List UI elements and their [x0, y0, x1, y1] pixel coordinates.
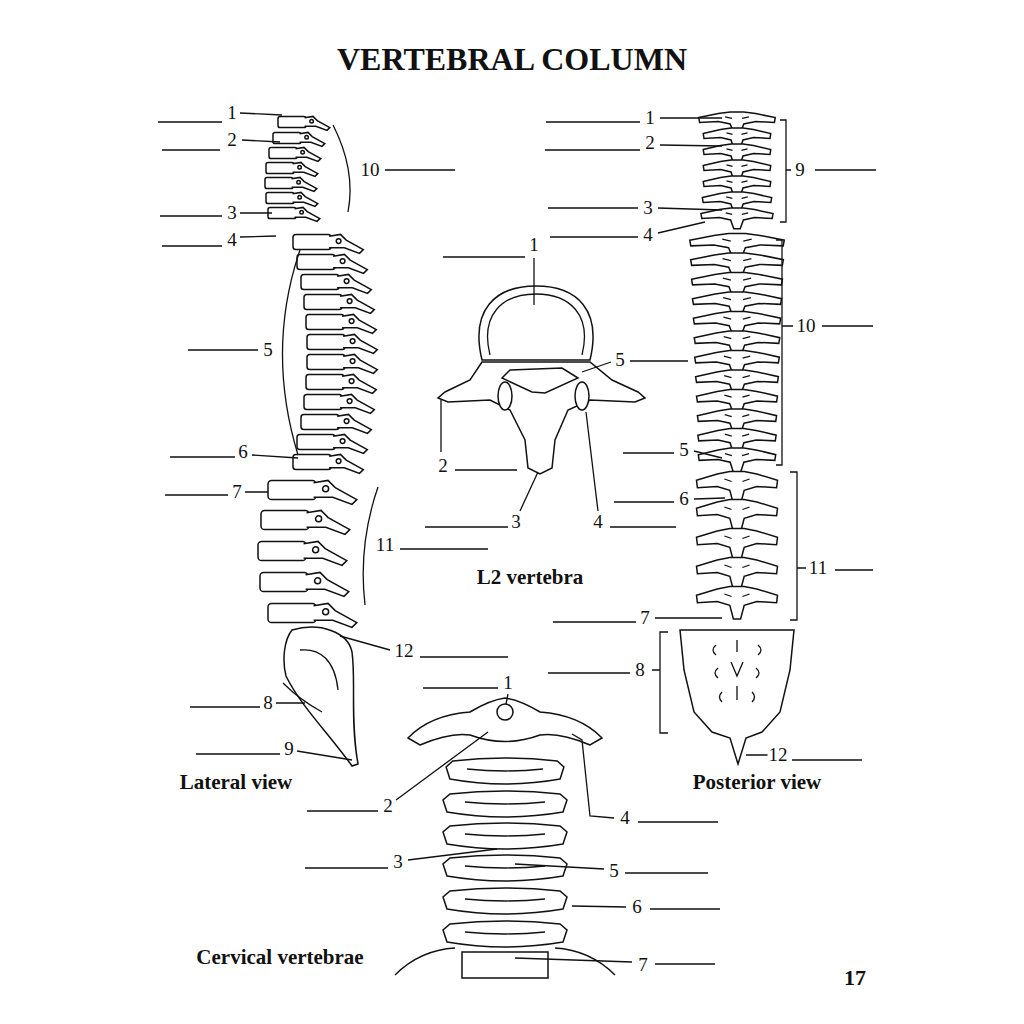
- callout-number: 2: [226, 130, 238, 151]
- callout-number: 1: [502, 673, 514, 694]
- l2-vertebra: [438, 286, 645, 474]
- callout-number: 2: [382, 796, 394, 817]
- leader-lines: [240, 113, 768, 962]
- callout-number: 5: [262, 340, 274, 361]
- callout-number: 6: [678, 489, 690, 510]
- callout-number: 7: [637, 955, 649, 976]
- callout-number: 12: [394, 641, 415, 662]
- callout-number: 2: [644, 133, 656, 154]
- callout-number: 6: [237, 442, 249, 463]
- callout-number: 4: [592, 512, 604, 533]
- callout-number: 4: [619, 808, 631, 829]
- callout-number: 3: [510, 512, 522, 533]
- posterior-spine: [652, 112, 806, 764]
- callout-number: 2: [437, 456, 449, 477]
- callout-number: 12: [768, 745, 789, 766]
- view-caption: Posterior view: [693, 771, 821, 794]
- callout-number: 6: [631, 897, 643, 918]
- callout-number: 7: [231, 482, 243, 503]
- page-number: 17: [844, 966, 866, 990]
- callout-number: 10: [796, 316, 817, 337]
- callout-number: 5: [678, 440, 690, 461]
- diagram-title: VERTEBRAL COLUMN: [337, 42, 687, 77]
- callout-number: 5: [608, 861, 620, 882]
- callout-number: 8: [262, 693, 274, 714]
- callout-number: 1: [226, 103, 238, 124]
- callout-number: 4: [226, 230, 238, 251]
- callout-number: 3: [642, 198, 654, 219]
- callout-number: 1: [644, 108, 656, 129]
- callout-number: 7: [639, 608, 651, 629]
- callout-number: 8: [634, 660, 646, 681]
- view-caption: Cervical vertebrae: [196, 946, 363, 969]
- callout-number: 9: [794, 160, 806, 181]
- callout-number: 5: [614, 350, 626, 371]
- callout-number: 11: [375, 535, 395, 556]
- callout-number: 11: [808, 558, 828, 579]
- callout-number: 4: [642, 225, 654, 246]
- callout-number: 3: [226, 203, 238, 224]
- callout-number: 3: [392, 852, 404, 873]
- view-caption: Lateral view: [180, 771, 293, 794]
- callout-number: 10: [360, 160, 381, 181]
- callout-number: 9: [283, 739, 295, 760]
- lateral-spine: [258, 116, 378, 766]
- callout-number: 1: [528, 235, 540, 256]
- answer-lines: [158, 122, 876, 964]
- view-caption: L2 vertebra: [477, 566, 584, 589]
